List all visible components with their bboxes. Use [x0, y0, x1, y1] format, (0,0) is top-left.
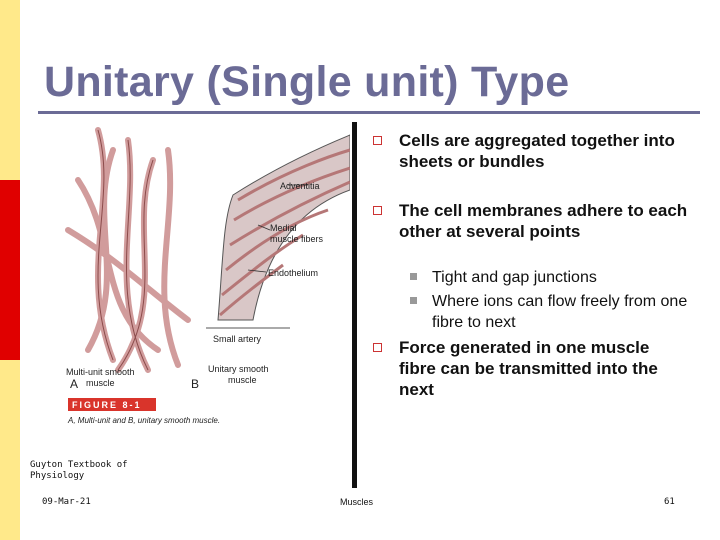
sub-bullet-2-text: Where ions can flow freely from one fibr… [432, 293, 688, 331]
label-adventitia: Adventitia [280, 181, 320, 191]
label-unitary: Unitary smooth [208, 364, 269, 374]
bullet-3-text: Force generated in one muscle fibre can … [399, 338, 658, 399]
figure-tag: FIGURE 8-1 [72, 400, 142, 410]
title-underline [38, 111, 700, 114]
bullet-marker-icon [373, 343, 382, 352]
footer-page-number: 61 [664, 497, 675, 507]
multi-unit-fibers [65, 127, 191, 373]
bullet-1-text: Cells are aggregated together into sheet… [399, 131, 675, 171]
label-a: A [70, 377, 78, 391]
sub-bullet-marker-icon [410, 297, 417, 304]
accent-bar-middle [0, 180, 20, 360]
bullet-2-text: The cell membranes adhere to each other … [399, 201, 688, 241]
bullet-marker-icon [373, 136, 382, 145]
label-muscle-fibers: muscle fibers [270, 234, 324, 244]
accent-bar-top [0, 0, 20, 180]
label-endothelium: Endothelium [268, 268, 318, 278]
sub-bullet-2: Where ions can flow freely from one fibr… [410, 291, 700, 333]
footer-source: Guyton Textbook of Physiology [30, 460, 128, 481]
label-multi-unit-muscle: muscle [86, 378, 115, 388]
slide-title: Unitary (Single unit) Type [44, 58, 570, 106]
label-b: B [191, 377, 199, 391]
label-medial: Medial [270, 223, 297, 233]
label-multi-unit: Multi-unit smooth [66, 367, 135, 377]
figure-caption: A, Multi-unit and B, unitary smooth musc… [67, 416, 220, 425]
figure-tag-bg [68, 398, 156, 411]
footer-date: 09-Mar-21 [42, 497, 91, 507]
bullet-marker-icon [373, 206, 382, 215]
bullet-1: Cells are aggregated together into sheet… [373, 130, 693, 172]
sub-bullet-1-text: Tight and gap junctions [432, 269, 597, 286]
sub-bullet-marker-icon [410, 273, 417, 280]
accent-bar-bottom [0, 360, 20, 540]
smooth-muscle-figure: Adventitia Medial muscle fibers Endothel… [65, 127, 350, 425]
bullet-2: The cell membranes adhere to each other … [373, 200, 693, 242]
label-unitary-muscle: muscle [228, 375, 257, 385]
column-divider [352, 122, 357, 488]
bullet-3: Force generated in one muscle fibre can … [373, 337, 673, 400]
label-small-artery: Small artery [213, 334, 262, 344]
sub-bullet-1: Tight and gap junctions [410, 267, 700, 288]
footer-topic: Muscles [340, 497, 374, 507]
